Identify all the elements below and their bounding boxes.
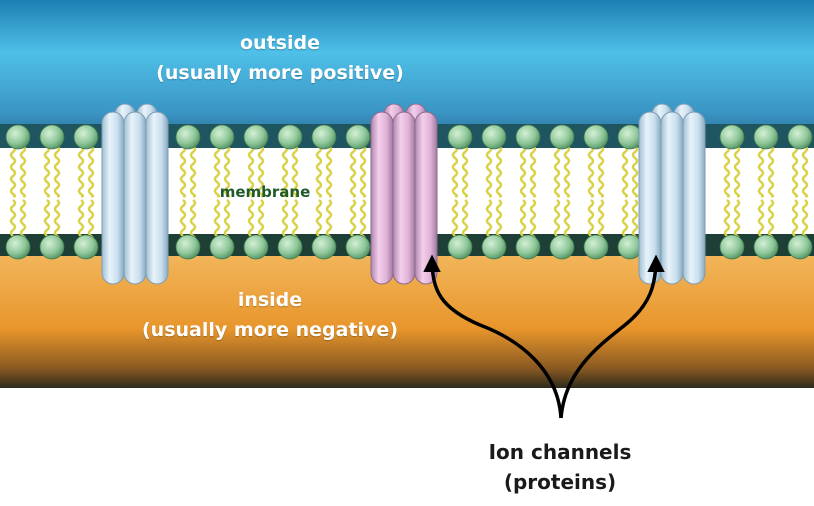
- lipid-head: [311, 124, 337, 150]
- lipid-tail: [179, 145, 187, 198]
- lipid-tail: [519, 145, 527, 198]
- lipid-tail: [189, 145, 197, 198]
- lipid-head: [549, 124, 575, 150]
- lipid-head: [345, 124, 371, 150]
- lipid-head: [447, 124, 473, 150]
- lipid-tail: [315, 145, 323, 198]
- lipid-head: [617, 124, 643, 150]
- lipid-head: [73, 234, 99, 260]
- lipid-head: [277, 234, 303, 260]
- ion-channels: [101, 103, 706, 285]
- lipid-heads: [5, 124, 813, 260]
- lipid-head: [719, 234, 745, 260]
- lipid-tail: [563, 145, 571, 198]
- lipid-tail: [733, 145, 741, 198]
- ion-channels-label-line2: (proteins): [503, 470, 617, 494]
- lipid-tail: [621, 145, 629, 198]
- lipid-tail: [723, 145, 731, 198]
- lipid-head: [787, 234, 813, 260]
- lipid-tail: [529, 145, 537, 198]
- lipid-tail: [43, 145, 51, 198]
- lipid-tail: [757, 145, 765, 198]
- lipid-tail: [257, 145, 265, 198]
- lipid-head: [311, 234, 337, 260]
- inside-label-line1: inside: [237, 289, 303, 311]
- lipid-head: [753, 124, 779, 150]
- lipid-tail: [213, 145, 221, 198]
- lipid-head: [549, 234, 575, 260]
- lipid-tail: [349, 145, 357, 198]
- lipid-tail: [19, 145, 27, 198]
- lipid-tail: [451, 145, 459, 198]
- lipid-head: [243, 234, 269, 260]
- lipid-tail: [325, 145, 333, 198]
- lipid-head: [39, 124, 65, 150]
- lipid-head: [73, 124, 99, 150]
- lipid-tail: [223, 145, 231, 198]
- lipid-tail: [485, 145, 493, 198]
- lipid-head: [243, 124, 269, 150]
- lipid-head: [277, 124, 303, 150]
- inside-label: inside (usually more negative): [90, 285, 450, 345]
- outside-label: outside (usually more positive): [100, 28, 460, 88]
- lipid-head: [719, 124, 745, 150]
- membrane-label: membrane: [219, 183, 311, 201]
- lipid-head: [175, 234, 201, 260]
- lipid-head: [175, 124, 201, 150]
- lipid-head: [209, 234, 235, 260]
- lipid-tail: [53, 145, 61, 198]
- lipid-tail: [77, 145, 85, 198]
- lipid-head: [481, 234, 507, 260]
- lipid-tail: [587, 145, 595, 198]
- outside-label-line1: outside: [240, 32, 320, 54]
- lipid-tail: [281, 145, 289, 198]
- lipid-tail: [767, 145, 775, 198]
- outside-label-line2: (usually more positive): [156, 62, 404, 84]
- lipid-head: [5, 124, 31, 150]
- lipid-tail: [87, 145, 95, 198]
- lipid-tail: [247, 145, 255, 198]
- lipid-tail: [631, 145, 639, 198]
- ion-channel-left: [101, 103, 169, 285]
- lipid-tail: [9, 145, 17, 198]
- lipid-tail: [461, 145, 469, 198]
- ion-channel-middle: [370, 103, 438, 285]
- lipid-tail: [291, 145, 299, 198]
- lipid-head: [753, 234, 779, 260]
- ion-channels-label-line1: Ion channels: [488, 440, 632, 464]
- arrow-to-right-channel: [559, 254, 665, 419]
- arrow-to-middle-channel: [423, 254, 563, 419]
- lipid-head: [515, 124, 541, 150]
- lipid-tail: [597, 145, 605, 198]
- lipid-head: [617, 234, 643, 260]
- ion-channels-label: Ion channels (proteins): [440, 437, 680, 497]
- lipid-head: [515, 234, 541, 260]
- lipid-tail: [495, 145, 503, 198]
- lipid-head: [583, 124, 609, 150]
- lipid-tail: [359, 145, 367, 198]
- lipid-head: [5, 234, 31, 260]
- inside-label-line2: (usually more negative): [142, 319, 398, 341]
- lipid-head: [209, 124, 235, 150]
- ion-channel-right: [638, 103, 706, 285]
- lipid-head: [345, 234, 371, 260]
- lipid-head: [583, 234, 609, 260]
- lipid-tail: [801, 145, 809, 198]
- lipid-head: [787, 124, 813, 150]
- lipid-tail: [791, 145, 799, 198]
- lipid-head: [481, 124, 507, 150]
- lipid-head: [447, 234, 473, 260]
- lipid-tail: [553, 145, 561, 198]
- lipid-head: [39, 234, 65, 260]
